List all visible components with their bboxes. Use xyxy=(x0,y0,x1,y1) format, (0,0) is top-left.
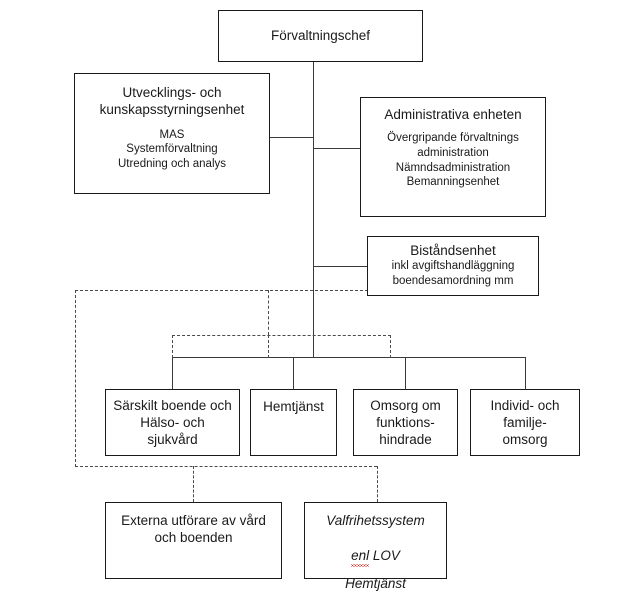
node-administrative-unit-title: Administrativa enheten xyxy=(384,107,522,122)
spellcheck-underline: enl xyxy=(351,547,370,568)
node-home-care-title: Hemtjänst xyxy=(263,399,324,414)
node-special-housing-title: Särskilt boende och Hälso- och sjukvård xyxy=(113,397,232,448)
node-disability-care[interactable]: Omsorg om funktions- hindrade xyxy=(353,389,458,456)
dashed-link-upper-left xyxy=(268,290,269,335)
node-external-providers-title: Externa utförare av vård och boenden xyxy=(121,513,266,546)
node-freedom-of-choice-title: Valfrihetssystem xyxy=(326,513,425,528)
connector-drop-disability-care xyxy=(405,357,406,389)
node-administrative-unit-subtitle: Övergripande förvaltnings administration… xyxy=(387,132,519,189)
node-assistance-unit-title: Biståndsenhet xyxy=(410,243,496,258)
node-director[interactable]: Förvaltningschef xyxy=(218,10,423,62)
node-freedom-of-choice-subtitle: Hemtjänst xyxy=(345,575,406,591)
dashed-bracket-right-drop xyxy=(390,335,391,358)
dashed-bottom-boundary xyxy=(75,466,377,467)
dashed-drop-freedom-of-choice xyxy=(377,466,378,502)
dashed-drop-external-providers xyxy=(193,466,194,502)
connector-to-administrative-unit xyxy=(313,148,361,149)
node-freedom-of-choice-law: enl LOV xyxy=(351,529,400,568)
node-home-care[interactable]: Hemtjänst xyxy=(250,389,337,456)
node-special-housing[interactable]: Särskilt boende och Hälso- och sjukvård xyxy=(105,389,240,456)
node-family-care[interactable]: Individ- och familje- omsorg xyxy=(470,389,580,456)
node-director-title: Förvaltningschef xyxy=(270,28,371,44)
node-external-providers[interactable]: Externa utförare av vård och boenden xyxy=(105,502,282,579)
node-development-unit-title: Utvecklings- och kunskapsstyrningsenhet xyxy=(99,85,245,118)
dashed-top-boundary xyxy=(75,290,368,291)
node-development-unit-subtitle: MAS Systemförvaltning Utredning och anal… xyxy=(117,128,227,170)
node-freedom-of-choice[interactable]: Valfrihetssystem enl LOV Hemtjänst xyxy=(304,502,447,591)
connector-drop-family-care xyxy=(525,357,526,389)
node-assistance-unit-subtitle: inkl avgiftshandläggning boendesamordnin… xyxy=(391,260,515,287)
connector-drop-home-care xyxy=(293,357,294,389)
dashed-bracket-left-drop xyxy=(172,335,173,358)
connector-to-development-unit xyxy=(269,137,314,138)
node-administrative-unit[interactable]: Administrativa enheten Övergripande förv… xyxy=(360,97,546,217)
dashed-left-boundary xyxy=(75,290,76,467)
node-disability-care-title: Omsorg om funktions- hindrade xyxy=(370,397,441,448)
dashed-operational-bracket xyxy=(172,335,391,336)
dashed-bracket-mid-drop xyxy=(268,335,269,358)
node-assistance-unit[interactable]: Biståndsenhet inkl avgiftshandläggning b… xyxy=(367,236,539,296)
connector-drop-special-housing xyxy=(172,357,173,389)
connector-director-trunk xyxy=(313,61,314,357)
node-development-unit[interactable]: Utvecklings- och kunskapsstyrningsenhet … xyxy=(74,73,270,194)
connector-operational-bar xyxy=(172,357,526,358)
node-freedom-of-choice-law-rest: LOV xyxy=(369,547,400,563)
connector-to-assistance-unit xyxy=(313,266,368,267)
node-family-care-title: Individ- och familje- omsorg xyxy=(490,397,560,448)
